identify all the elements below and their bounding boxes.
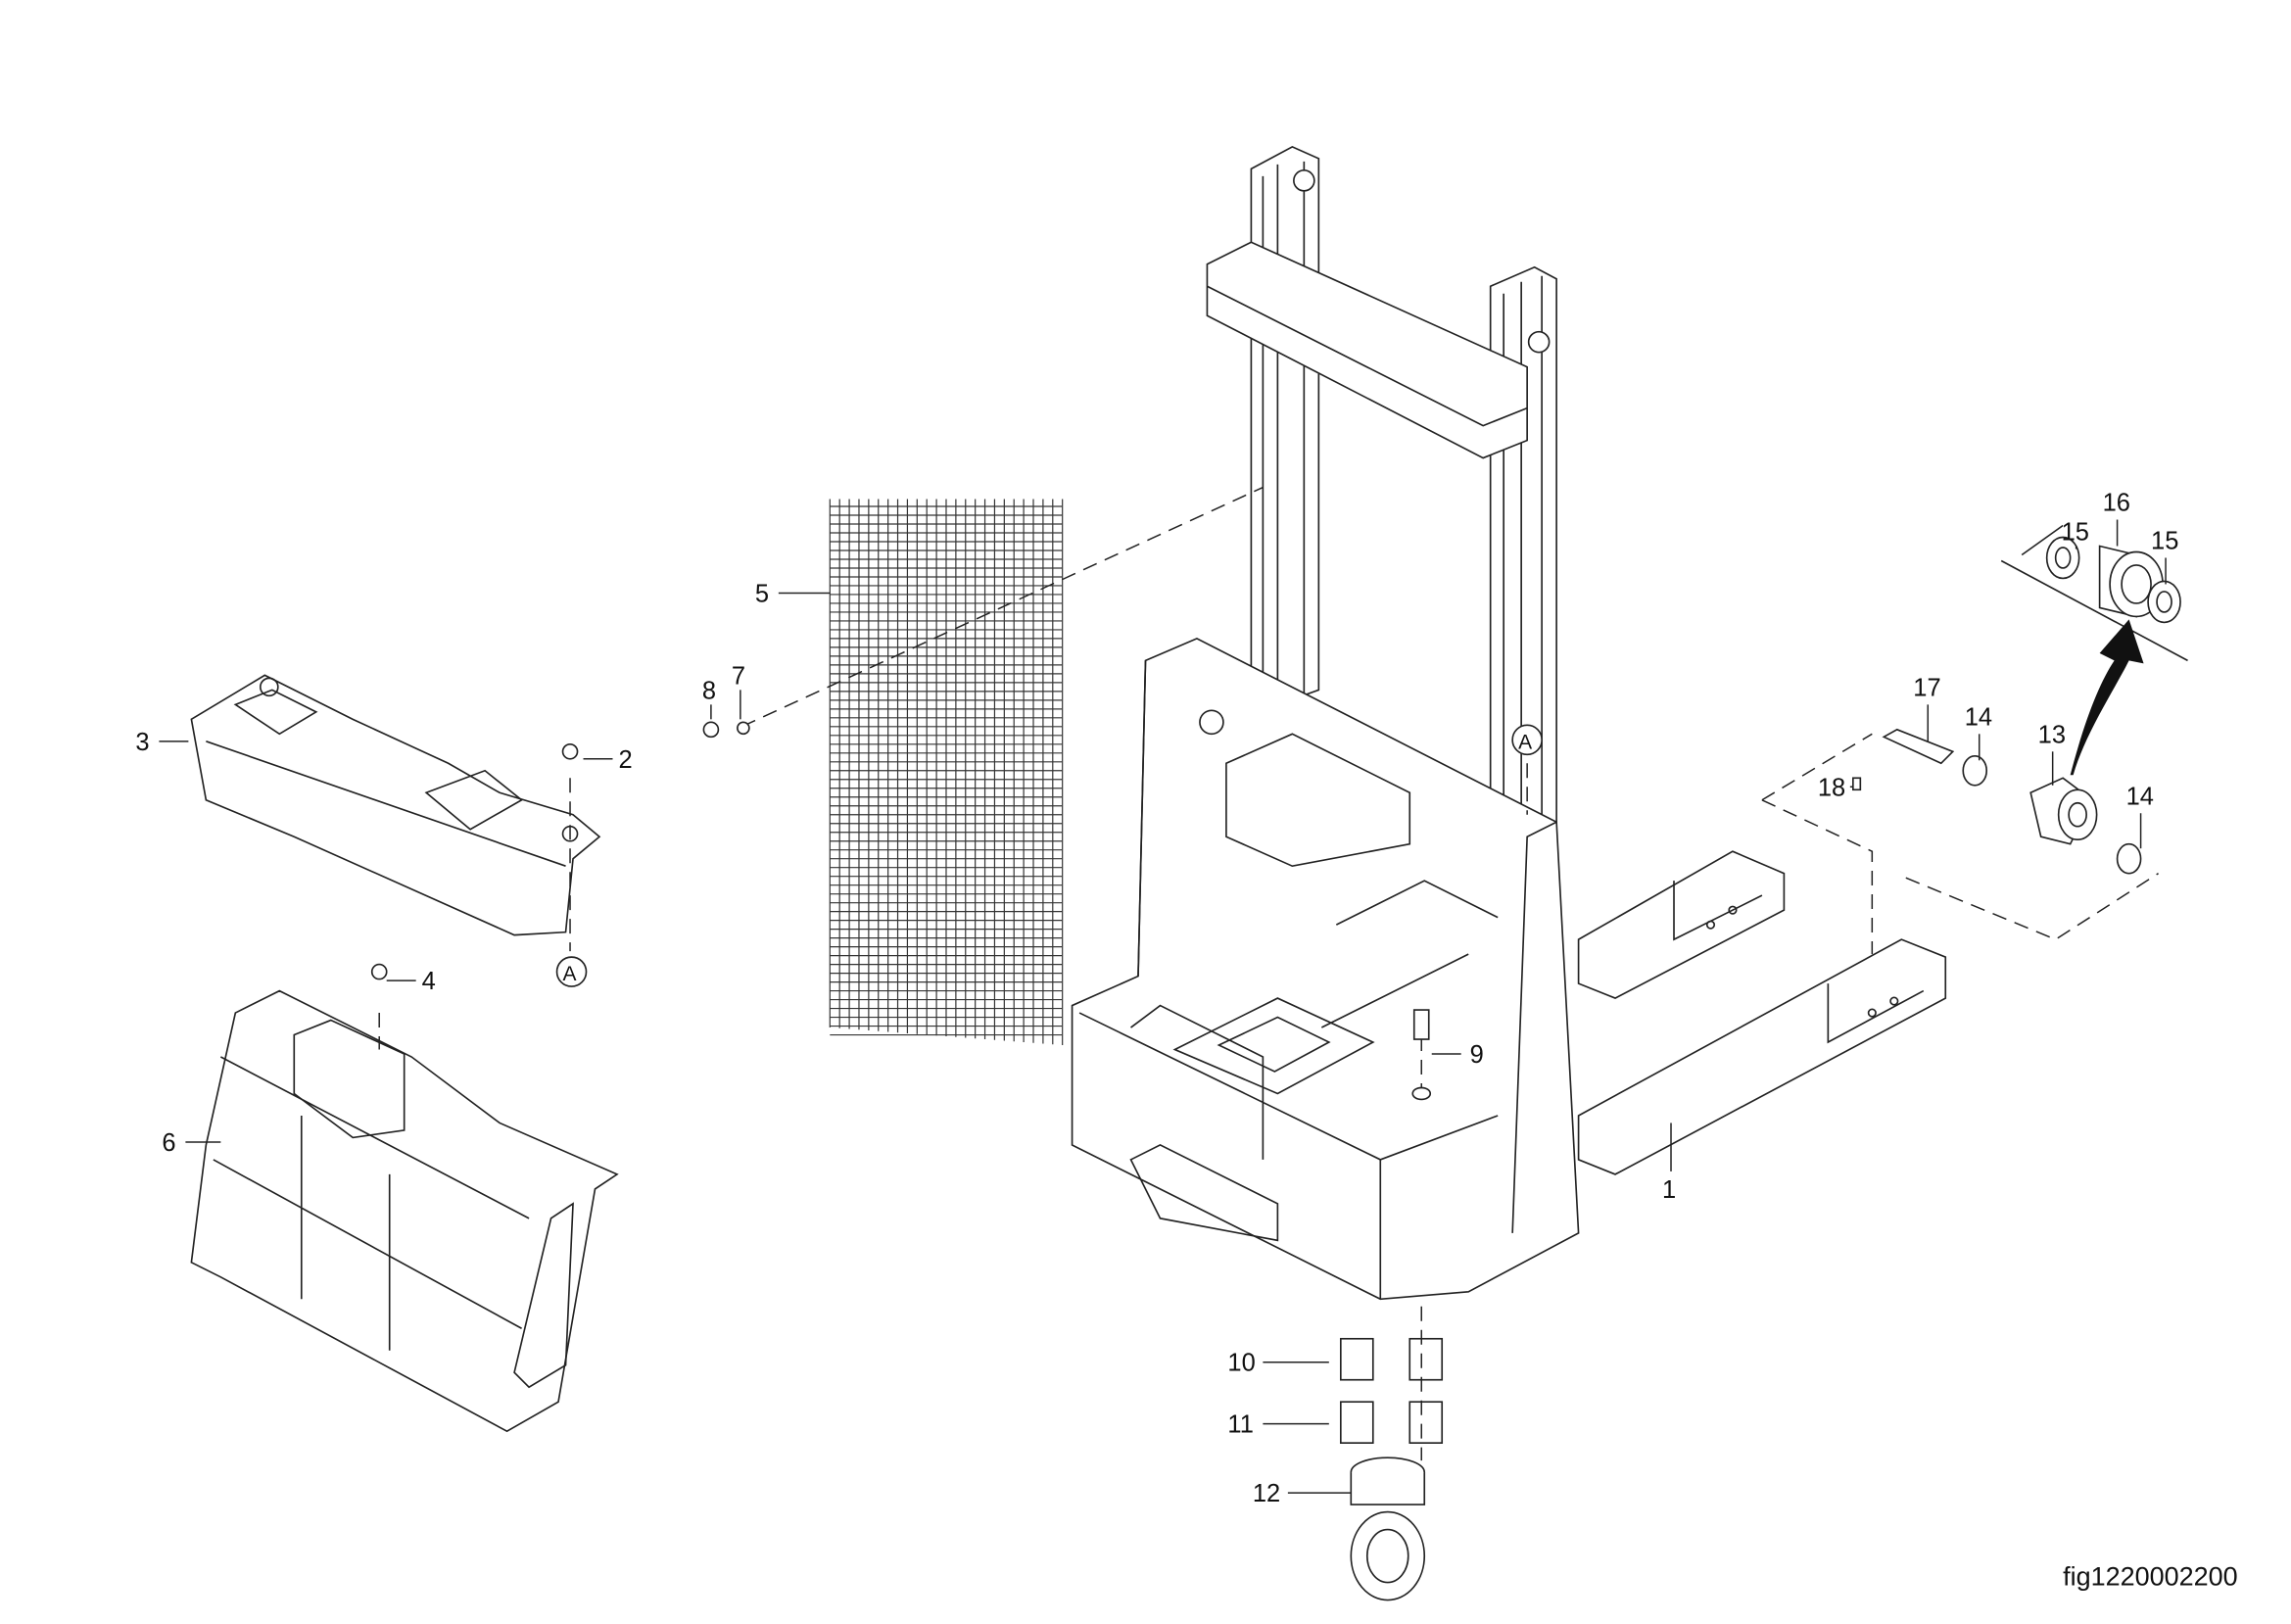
chassis-frame: [1071, 637, 1580, 1301]
callout-14a: 14: [1965, 703, 1992, 731]
reference-a-1: A: [563, 963, 577, 985]
callout-15a: 15: [2062, 518, 2089, 546]
callout-9: 9: [1470, 1041, 1484, 1069]
callout-7: 7: [732, 662, 745, 690]
callout-15b: 15: [2151, 527, 2178, 554]
arrow-icon: [2070, 619, 2144, 776]
fork-arms: [1577, 850, 1947, 1175]
callout-1: 1: [1662, 1176, 1676, 1204]
fasteners: [370, 721, 1432, 1101]
figure-id: fig1220002200: [2063, 1562, 2237, 1592]
mast-assembly: [1206, 145, 1557, 838]
callout-6: 6: [162, 1129, 175, 1157]
callout-16: 16: [2103, 490, 2130, 517]
callout-12: 12: [1253, 1480, 1280, 1507]
reference-circle-a: [1511, 724, 1543, 756]
callout-10: 10: [1227, 1350, 1255, 1377]
caster-wheel-assembly: [1339, 1306, 1444, 1601]
callout-18: 18: [1818, 774, 1845, 801]
callout-4: 4: [422, 968, 436, 995]
reference-a-2: A: [1518, 731, 1532, 753]
leader-lines: [159, 519, 2167, 1494]
top-cover: [190, 674, 601, 936]
callout-labels: 1 2 3 4 5 6 7 8 9 10 11 12 13 14 14 15 1…: [135, 490, 2237, 1592]
callout-13: 13: [2038, 721, 2066, 748]
callout-8: 8: [702, 677, 716, 704]
callout-14b: 14: [2126, 783, 2154, 810]
callout-5: 5: [755, 580, 769, 607]
load-roller-assembly: [1761, 524, 2188, 955]
callout-17: 17: [1913, 674, 1940, 701]
reference-circle-a: [555, 956, 588, 987]
callout-2: 2: [618, 746, 632, 774]
callout-11: 11: [1227, 1411, 1253, 1439]
callout-3: 3: [135, 729, 149, 756]
front-cover: [190, 989, 619, 1433]
protective-grid: [829, 499, 1064, 1046]
